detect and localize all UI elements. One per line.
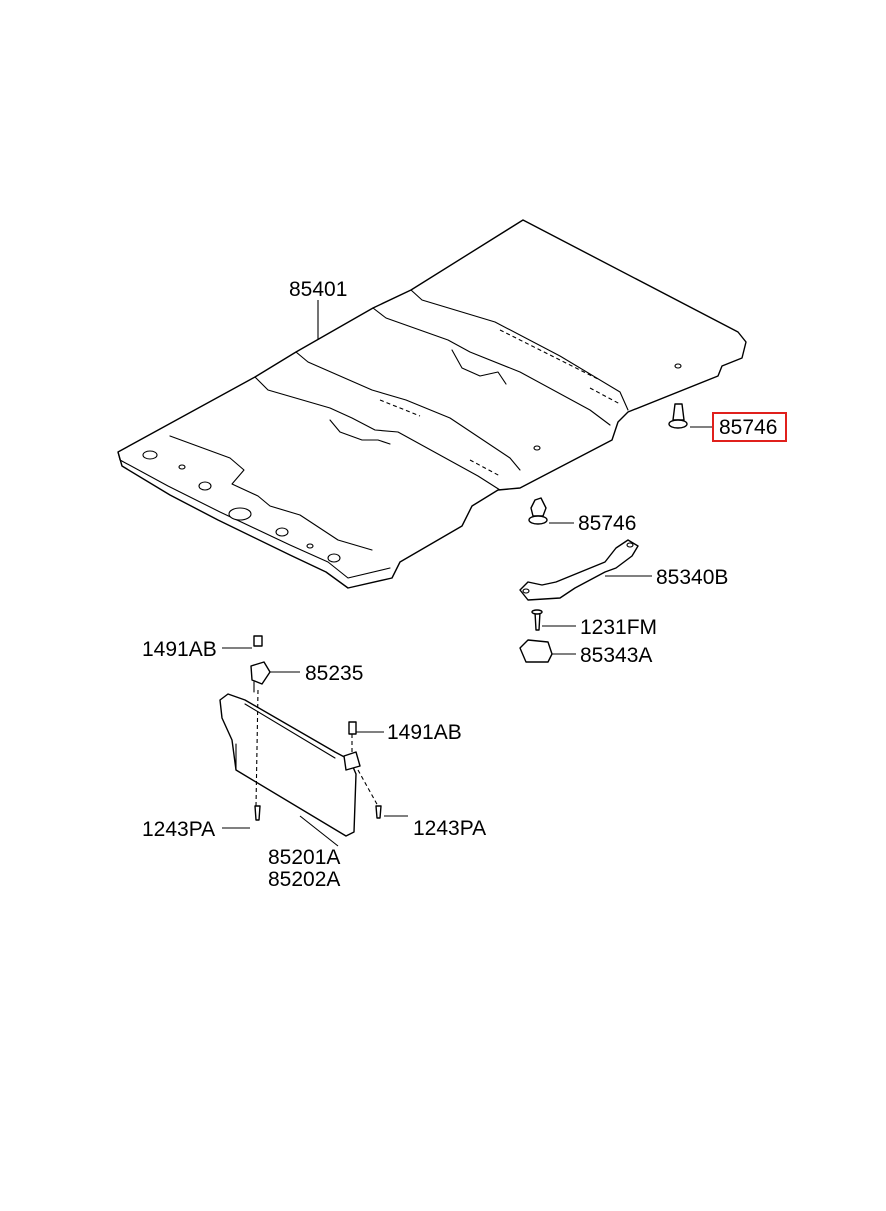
clip-middle-icon: [528, 497, 548, 525]
leader-lines: [222, 300, 714, 847]
callout-1491ab-left[interactable]: 1491AB: [142, 638, 217, 661]
callout-85202a[interactable]: 85202A: [268, 868, 340, 891]
callout-85201a[interactable]: 85201A: [268, 846, 340, 869]
highlight-box: [712, 412, 787, 442]
clip-top-right-icon: [668, 403, 688, 429]
headlining-panel: [117, 219, 747, 589]
callout-85746[interactable]: 85746: [578, 512, 636, 535]
visor-right-screw-icon: [375, 805, 382, 819]
visor-left-screw-icon: [254, 805, 261, 821]
visor-right-clip-icon: [343, 721, 361, 771]
callout-1231fm[interactable]: 1231FM: [580, 616, 657, 639]
screw-icon: [531, 609, 543, 631]
callout-1491ab-right[interactable]: 1491AB: [387, 721, 462, 744]
handle-bracket-icon: [519, 539, 639, 601]
sunvisor-icon: [219, 693, 357, 837]
callout-85340b[interactable]: 85340B: [656, 566, 728, 589]
callout-1243pa-right[interactable]: 1243PA: [413, 817, 486, 840]
callout-85343a[interactable]: 85343A: [580, 644, 652, 667]
visor-left-clip-icon: [253, 635, 263, 647]
callout-85746-highlighted[interactable]: 85746: [719, 416, 777, 439]
cover-icon: [519, 639, 553, 663]
callout-85235[interactable]: 85235: [305, 662, 363, 685]
callout-85401[interactable]: 85401: [289, 278, 347, 301]
callout-1243pa-left[interactable]: 1243PA: [142, 818, 215, 841]
visor-holder-icon: [250, 661, 271, 693]
